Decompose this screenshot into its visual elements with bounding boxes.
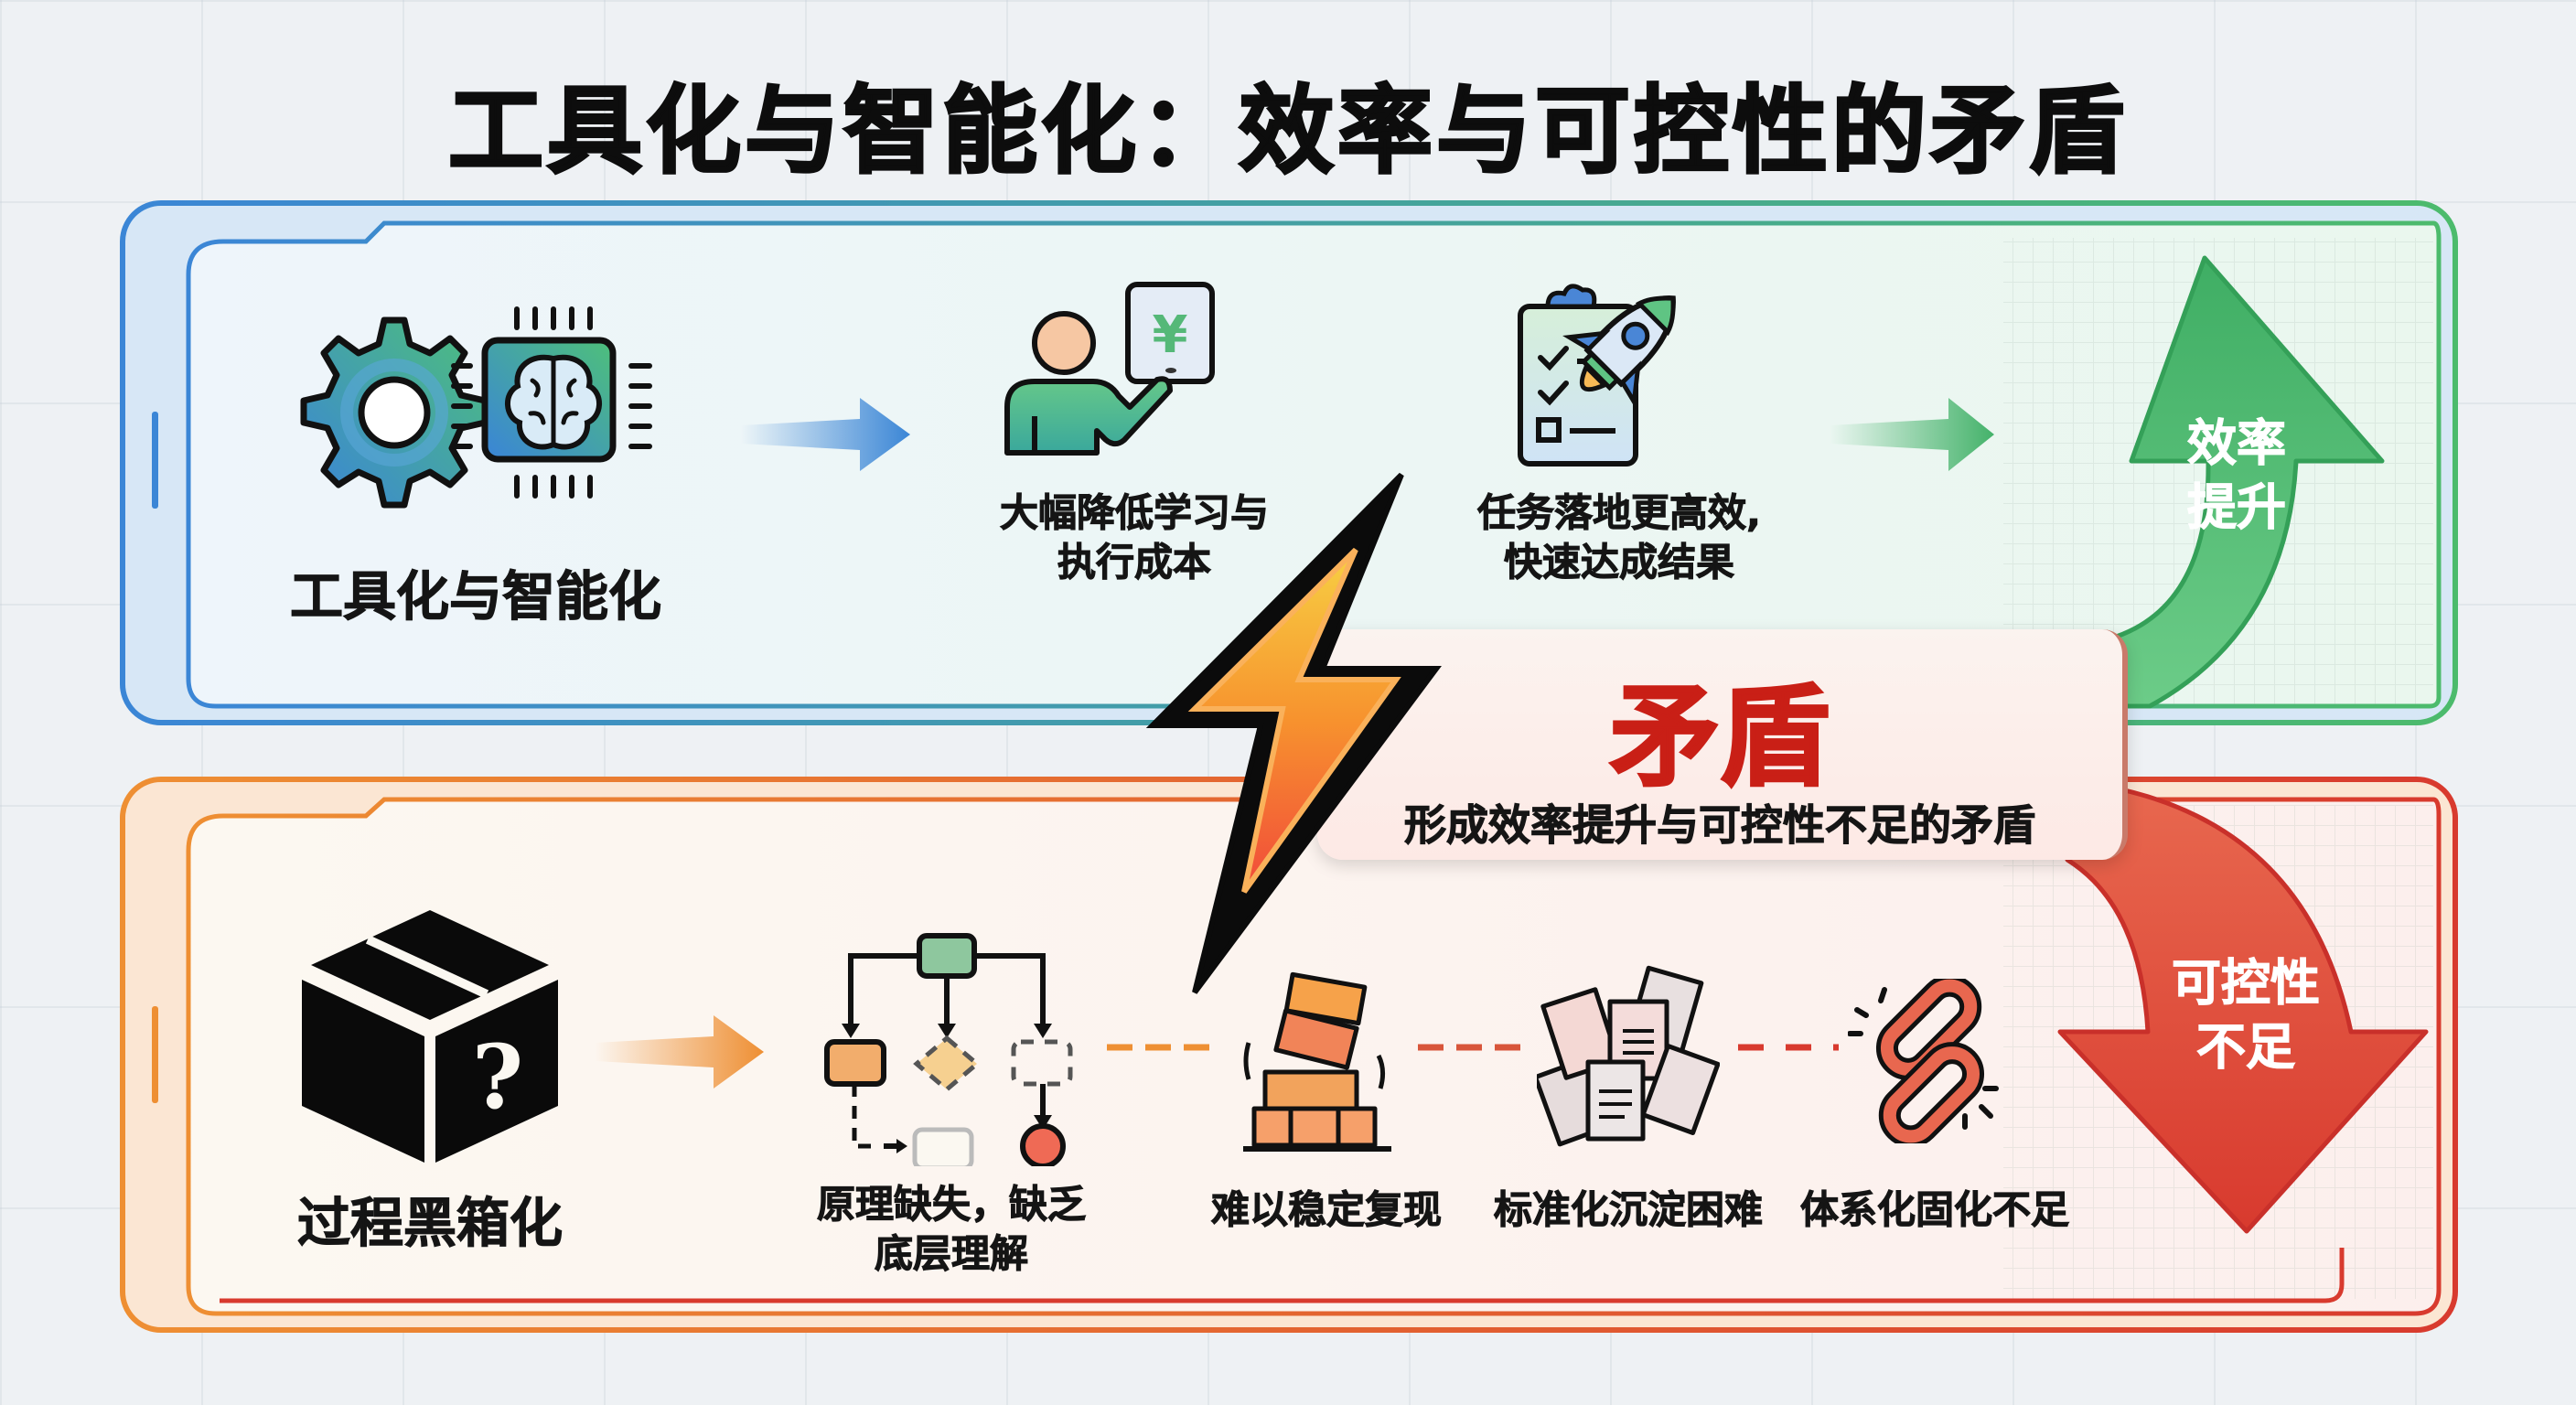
bottom-step-3-label: 标准化沉淀困难	[1493, 1187, 1763, 1233]
black-box-question-icon: ?	[302, 910, 558, 1163]
page-title: 工具化与智能化：效率与可控性的矛盾	[446, 74, 2128, 188]
flow-arrow-right-icon	[741, 398, 910, 471]
flow-arrow-right-icon	[595, 1015, 764, 1089]
top-step-1-label-line2: 执行成本	[1057, 540, 1211, 585]
scattered-documents-icon	[1537, 965, 1720, 1147]
flowchart-icon	[824, 933, 1073, 1166]
bottom-step-1-label: 原理缺失，缺乏 底层理解	[787, 1180, 1116, 1279]
top-source-label: 工具化与智能化	[289, 565, 661, 628]
bottom-step-1-label-line2: 底层理解	[874, 1231, 1028, 1277]
svg-text:¥: ¥	[1153, 306, 1188, 365]
top-step-1-label: 大幅降低学习与 执行成本	[933, 488, 1336, 587]
chip-brain-icon	[451, 306, 652, 499]
arrow-down-icon	[2057, 780, 2429, 1234]
gear-icon	[300, 316, 488, 509]
top-step-2-label: 任务落地更高效, 快速达成结果	[1427, 488, 1811, 587]
conflict-subtitle: 形成效率提升与可控性不足的矛盾	[1404, 800, 2036, 851]
conflict-title: 矛盾	[1609, 673, 1831, 803]
unstable-blocks-icon	[1243, 971, 1391, 1152]
top-step-2-label-line1: 任务落地更高效,	[1477, 490, 1762, 536]
top-step-2-label-line2: 快速达成结果	[1503, 540, 1734, 585]
conflict-callout: 矛盾 形成效率提升与可控性不足的矛盾	[1317, 629, 2128, 860]
clipboard-rocket-icon	[1518, 284, 1676, 467]
person-yuan-tablet-icon: ¥	[1004, 282, 1215, 456]
lightning-bolt-icon	[1145, 472, 1442, 994]
arrow-up-label-line2: 提升	[2187, 478, 2287, 537]
arrow-down-label-line2: 不足	[2196, 1018, 2296, 1077]
arrow-up-label: 效率 提升	[2131, 412, 2342, 540]
bottom-step-4-label: 体系化固化不足	[1799, 1187, 2069, 1233]
gear-brain-chip-icon	[300, 306, 652, 509]
broken-chain-icon	[1848, 979, 1999, 1143]
arrow-down-label-line1: 可控性	[2172, 954, 2321, 1013]
top-step-1-label-line1: 大幅降低学习与	[999, 490, 1269, 536]
flow-arrow-right-icon	[1830, 398, 1994, 471]
bottom-source-label: 过程黑箱化	[296, 1192, 563, 1255]
arrow-down-label: 可控性 不足	[2131, 951, 2360, 1079]
bottom-step-1-label-line1: 原理缺失，缺乏	[816, 1182, 1086, 1228]
dashed-connectors	[1107, 1044, 1839, 1051]
svg-text:?: ?	[472, 1025, 523, 1129]
arrow-up-label-line1: 效率	[2187, 414, 2287, 473]
bottom-step-2-label: 难以稳定复现	[1210, 1187, 1442, 1233]
